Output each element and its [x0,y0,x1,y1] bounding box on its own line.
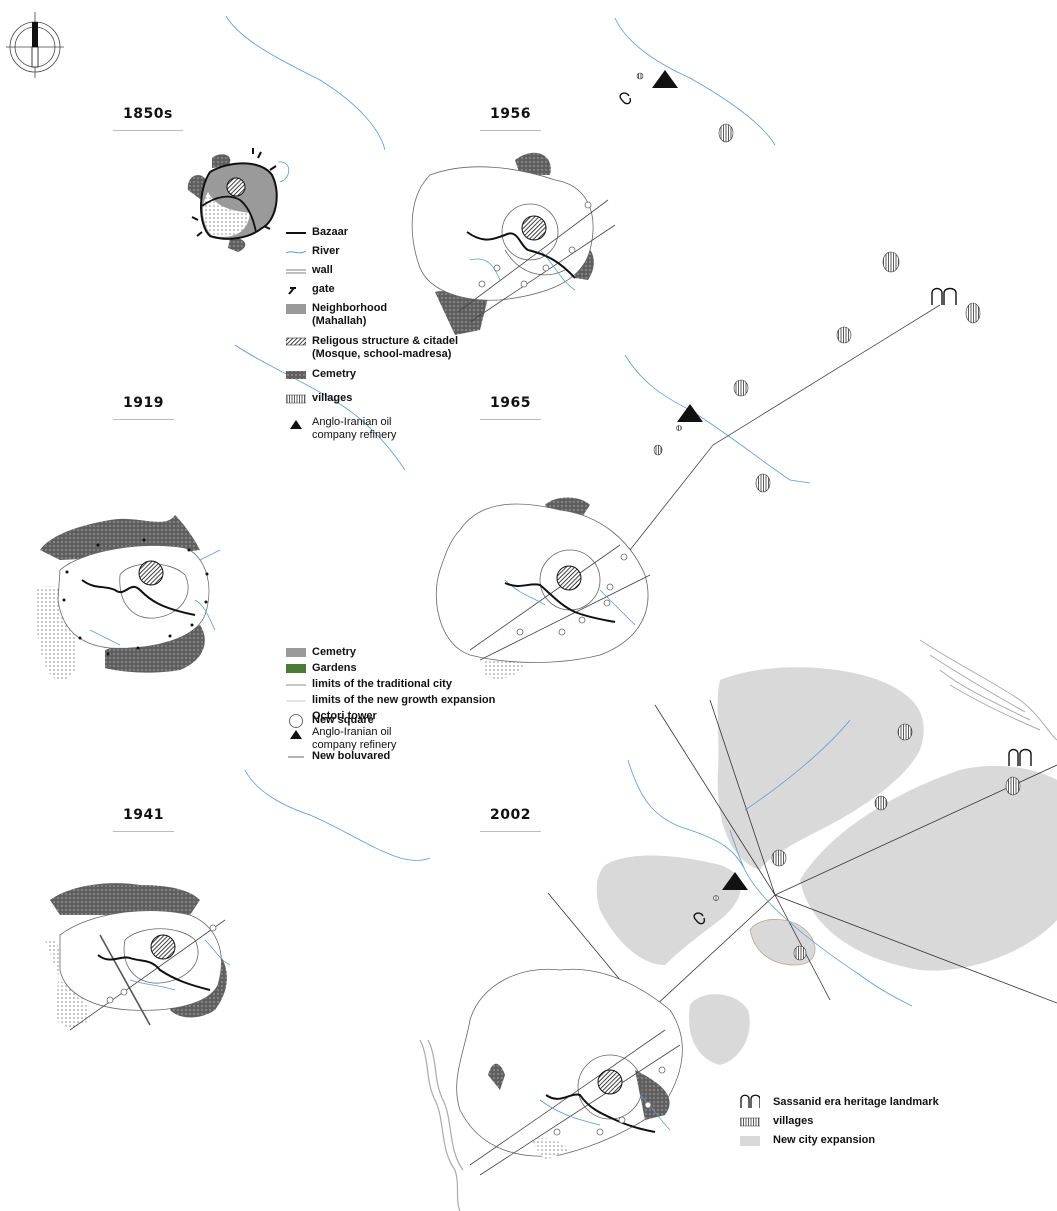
bazaar-line-icon [286,232,306,234]
year-label-1965: 1965 [480,395,541,420]
gate-icon [288,287,296,295]
sassanid-landmark-icon [740,1094,760,1108]
legend-item-refinery-modern: Anglo-Iranian oil company refinery [286,725,526,755]
legend-item-traditional-limit: limits of the traditional city [286,677,526,693]
river-line-icon [286,250,306,254]
map-2002 [419,639,1057,1211]
legend-item-refinery: Anglo-Iranian oil company refinery [286,415,526,445]
new-square-circle [289,714,303,728]
expansion-limit-line [286,700,306,702]
legend-item-cemetry: Cemetry [286,367,526,391]
legend-modern: Cemetry Gardens limits of the traditiona… [286,645,526,755]
refinery-icon [290,420,302,429]
gardens-swatch [286,664,306,673]
religious-swatch [286,337,306,346]
legend-historic: Bazaar River wall gate Neighborhood (Mah… [286,225,526,445]
map-1956 [225,15,776,335]
legend-item-villages-2002: villages [740,1114,980,1133]
legend-2002: Sassanid era heritage landmark villages … [740,1094,980,1152]
expansion-swatch [740,1136,760,1146]
legend-item-expansion-limit: limits of the new growth expansion [286,693,526,709]
cemetry-grey-swatch [286,648,306,657]
refinery-icon [290,730,302,739]
legend-item-wall: wall [286,263,526,282]
legend-item-river: River [286,244,526,263]
north-arrow-icon [6,12,64,78]
villages-swatch [286,394,306,404]
legend-item-new-square: New square [286,713,446,749]
legend-new-features: New square New boluvared [286,713,446,768]
legend-item-new-expansion: New city expansion [740,1133,980,1152]
legend-item-villages: villages [286,391,526,415]
wall-line-icon [286,269,306,274]
cemetry-swatch [286,371,306,379]
year-label-1919: 1919 [113,395,174,420]
legend-item-new-boulevard: New boluvared [286,749,446,768]
year-label-1850s: 1850s [113,106,183,131]
traditional-limit-line [286,684,306,686]
map-1850s [187,148,290,252]
legend-item-sassanid-landmark: Sassanid era heritage landmark [740,1094,980,1114]
year-label-1941: 1941 [113,807,174,832]
year-label-1956: 1956 [480,106,541,131]
legend-item-neighborhood: Neighborhood (Mahallah) [286,301,526,334]
new-boulevard-line [288,756,304,758]
legend-item-gate: gate [286,282,526,301]
map-1919 [35,344,406,680]
legend-item-cemetry-grey: Cemetry [286,645,526,661]
villages-swatch [740,1117,760,1127]
map-1965 [435,251,981,680]
legend-item-gardens: Gardens [286,661,526,677]
neighborhood-swatch [286,304,306,314]
legend-item-religious: Religous structure & citadel (Mosque, sc… [286,334,526,367]
year-label-2002: 2002 [480,807,541,832]
map-1941 [45,769,431,1031]
legend-item-bazaar: Bazaar [286,225,526,244]
